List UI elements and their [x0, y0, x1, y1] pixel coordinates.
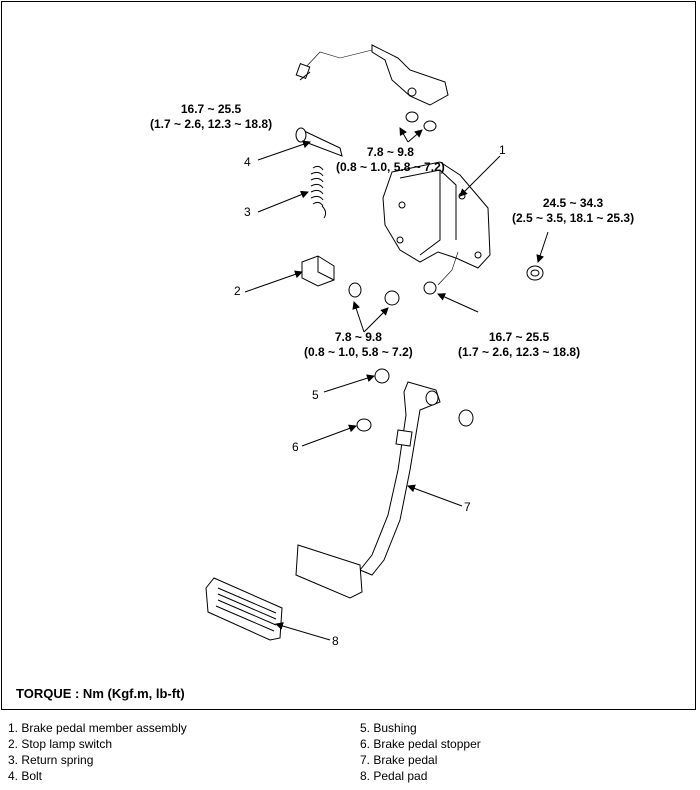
torque-nut-right-alt: (2.5 ~ 3.5, 18.1 ~ 25.3)	[512, 211, 635, 225]
callout-2: 2	[234, 284, 241, 298]
legend-item: 3. Return spring	[8, 753, 94, 767]
callout-5: 5	[312, 388, 319, 402]
legend-item: 2. Stop lamp switch	[8, 737, 113, 751]
stop-lamp-switch	[301, 255, 335, 287]
leader-bolt-to-member	[437, 251, 459, 286]
bushing	[374, 368, 474, 427]
torque-bolt-lower: 16.7 ~ 25.5 (1.7 ~ 2.6, 12.3 ~ 18.8)	[458, 330, 580, 360]
brake-pedal-arm	[295, 381, 441, 599]
top-bolt	[295, 63, 311, 81]
callout-4: 4	[244, 155, 251, 169]
torque-nuts-upper-nm: 7.8 ~ 9.8	[366, 145, 414, 159]
legend-item: 1. Brake pedal member assembly	[8, 721, 187, 735]
legend-item: 6. Brake pedal stopper	[360, 737, 481, 751]
torque-nut-right: 24.5 ~ 34.3 (2.5 ~ 3.5, 18.1 ~ 25.3)	[512, 196, 634, 226]
torque-nuts-lower: 7.8 ~ 9.8 (0.8 ~ 1.0, 5.8 ~ 7.2)	[304, 330, 413, 360]
torque-nuts-lower-alt: (0.8 ~ 1.0, 5.8 ~ 7.2)	[304, 345, 413, 359]
legend-left: 1. Brake pedal member assembly 2. Stop l…	[8, 720, 187, 784]
diagram-frame	[1, 1, 696, 710]
torque-nuts-lower-nm: 7.8 ~ 9.8	[334, 330, 382, 344]
torque-bolt-lower-alt: (1.7 ~ 2.6, 12.3 ~ 18.8)	[458, 345, 581, 359]
callout-6: 6	[292, 440, 299, 454]
callout-8: 8	[332, 634, 339, 648]
torque-nuts-upper-alt: (0.8 ~ 1.0, 5.8 ~ 7.2)	[336, 160, 445, 174]
callout-leaders	[244, 140, 501, 641]
callout-1: 1	[499, 143, 506, 157]
right-nut	[526, 265, 544, 281]
torque-bolt-lower-nm: 16.7 ~ 25.5	[488, 330, 550, 344]
legend-item: 4. Bolt	[8, 769, 43, 783]
torque-bolt-top-alt: (1.7 ~ 2.6, 12.3 ~ 18.8)	[150, 117, 273, 131]
upper-nuts	[405, 111, 437, 132]
legend-item: 7. Brake pedal	[360, 753, 438, 767]
callout-7: 7	[464, 500, 471, 514]
callout-3: 3	[244, 205, 251, 219]
upper-bracket	[371, 44, 449, 106]
brake-pedal-stopper	[356, 418, 372, 432]
lower-nuts	[348, 281, 437, 306]
pedal-member-assembly	[382, 161, 491, 269]
torque-nut-right-nm: 24.5 ~ 34.3	[542, 196, 604, 210]
torque-bolt-top-nm: 16.7 ~ 25.5	[180, 102, 242, 116]
legend-item: 8. Pedal pad	[360, 769, 428, 783]
pedal-pad	[205, 577, 283, 641]
pivot-bolt	[295, 127, 343, 157]
return-spring	[310, 165, 327, 219]
torque-nuts-upper: 7.8 ~ 9.8 (0.8 ~ 1.0, 5.8 ~ 7.2)	[336, 145, 445, 175]
legend-right: 5. Bushing 6. Brake pedal stopper 7. Bra…	[360, 720, 481, 784]
leader-bolt-to-bracket	[304, 49, 373, 69]
legend-item: 5. Bushing	[360, 721, 417, 735]
torque-units-title: TORQUE : Nm (Kgf.m, lb-ft)	[16, 686, 185, 701]
torque-bolt-top: 16.7 ~ 25.5 (1.7 ~ 2.6, 12.3 ~ 18.8)	[150, 102, 272, 132]
